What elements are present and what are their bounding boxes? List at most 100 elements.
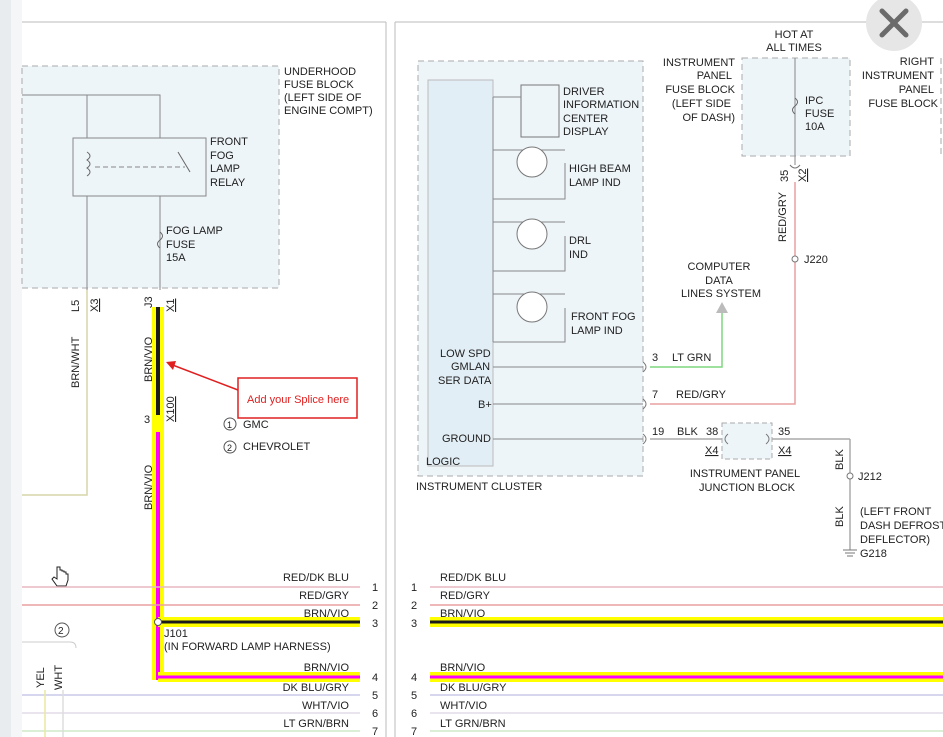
- relay-label-3: LAMP: [210, 163, 240, 175]
- ground-j212: J212: [858, 471, 882, 483]
- pin-3-num: 3: [652, 352, 658, 364]
- jb-x4-a: X4: [705, 445, 718, 457]
- junction-block: [721, 422, 773, 460]
- bus-left-num-6: 6: [372, 708, 378, 720]
- ground-g218: G218: [860, 548, 887, 560]
- ipc-wire-label: RED/GRY: [777, 191, 789, 242]
- ipc-pin: 35: [779, 170, 791, 182]
- low-spd-label: LOW SPD: [440, 348, 491, 360]
- fog-fuse-label-1: FOG LAMP: [166, 225, 223, 237]
- ground-desc-1: (LEFT FRONT: [860, 506, 932, 518]
- conn-l5: L5: [70, 300, 82, 312]
- legend-circle-1: [223, 417, 237, 431]
- logic-box: [427, 79, 494, 467]
- bus-left-num-1: 1: [372, 582, 378, 594]
- underhood-label-4: ENGINE COMPT): [284, 105, 373, 117]
- ground-blk-2: BLK: [834, 506, 846, 527]
- ser-data-label: SER DATA: [438, 375, 492, 387]
- relay-switch: [177, 151, 191, 173]
- legend-gmc: GMC: [243, 419, 269, 431]
- legend-chevrolet: CHEVROLET: [243, 441, 311, 453]
- drl-label-2: IND: [569, 249, 588, 261]
- bus-left-label-3: BRN/VIO: [304, 608, 350, 620]
- pin-19-wire: BLK: [677, 426, 698, 438]
- callout-arrow: [169, 363, 239, 391]
- cds-label-3: LINES SYSTEM: [681, 288, 761, 300]
- pin-7-wire: RED/GRY: [676, 389, 727, 401]
- right-fuse-label-1: RIGHT: [900, 56, 935, 68]
- jb-pin-38-symbol: [724, 433, 729, 445]
- bus-left-label-6: WHT/VIO: [302, 700, 349, 712]
- splice-name: J101: [164, 628, 188, 640]
- fog-lamp-icon: [516, 291, 548, 323]
- drl-label-1: DRL: [569, 235, 591, 247]
- bus-left-num-5: 5: [372, 690, 378, 702]
- logic-label: LOGIC: [426, 456, 460, 468]
- ipfuse-label-2: PANEL: [697, 70, 732, 82]
- dic-label-1: DRIVER: [563, 86, 605, 98]
- callout-box[interactable]: [237, 377, 358, 419]
- pin-19-num: 19: [652, 426, 664, 438]
- underhood-label-3: (LEFT SIDE OF: [284, 92, 362, 104]
- dic-label-2: INFORMATION: [563, 99, 639, 111]
- right-fuse-label-2: INSTRUMENT: [862, 70, 934, 82]
- bus-right-label-4: BRN/VIO: [440, 662, 486, 674]
- bus-right-num-3: 3: [411, 618, 417, 630]
- fog-ind-label-1: FRONT FOG: [571, 311, 636, 323]
- bus-right-label-3: BRN/VIO: [440, 608, 486, 620]
- fog-fuse-label-2: FUSE: [166, 239, 195, 251]
- splice-desc: (IN FORWARD LAMP HARNESS): [164, 641, 331, 653]
- bus-right-labels: 1 RED/DK BLU 2 RED/GRY 3 BRN/VIO 4 BRN/V…: [411, 572, 507, 737]
- ipfuse-label-3: FUSE BLOCK: [665, 84, 735, 96]
- underhood-label-2: FUSE BLOCK: [284, 79, 354, 91]
- bus-right-num-4: 4: [411, 672, 417, 684]
- bus-right-num-5: 5: [411, 690, 417, 702]
- dic-label-3: CENTER: [563, 113, 608, 125]
- fog-ind-wire: [493, 308, 566, 343]
- jb-label-2: JUNCTION BLOCK: [699, 482, 796, 494]
- callout-text: Add your Splice here: [247, 394, 349, 406]
- right-fuse-label-4: FUSE BLOCK: [868, 98, 938, 110]
- window-edge: [0, 0, 11, 737]
- bus-left-label-4: BRN/VIO: [304, 662, 350, 674]
- bus-left-label-2: RED/GRY: [299, 590, 350, 602]
- bus-left-label-5: DK BLU/GRY: [283, 682, 350, 694]
- fog-fuse-label-3: 15A: [166, 252, 186, 264]
- hot-label-1: HOT AT: [775, 29, 814, 41]
- pin-3-wire: LT GRN: [672, 352, 711, 364]
- bus-right-label-7: LT GRN/BRN: [440, 718, 506, 730]
- relay-feed-wire: [22, 94, 161, 138]
- relay-coil: [86, 151, 91, 177]
- ground-blk-1: BLK: [834, 449, 846, 470]
- variant-num-2: 2: [58, 626, 64, 637]
- high-beam-label-1: HIGH BEAM: [569, 163, 631, 175]
- ground-desc-3: DEFLECTOR): [860, 534, 930, 546]
- ipc-label-3: 10A: [805, 121, 825, 133]
- bus-right-label-5: DK BLU/GRY: [440, 682, 507, 694]
- legend-circle-2: [223, 440, 237, 454]
- conn-x100: X100: [165, 396, 177, 422]
- jb-pin-35: 35: [778, 426, 790, 438]
- relay-label-2: FOG: [210, 150, 234, 162]
- lt-grn-wire: [650, 312, 723, 368]
- high-beam-wire: [493, 163, 566, 200]
- bus-right-num-2: 2: [411, 600, 417, 612]
- legend-num-2: 2: [227, 443, 232, 453]
- hot-label-2: ALL TIMES: [766, 42, 822, 54]
- pin-7-symbol: [642, 398, 647, 410]
- brn-wht-wire: [22, 290, 88, 496]
- pin-19-symbol: [642, 433, 647, 445]
- ipfuse-label-1: INSTRUMENT: [663, 57, 735, 69]
- jb-x4-b: X4: [778, 445, 791, 457]
- bus-left-num-7: 7: [372, 726, 378, 737]
- cds-label-2: DATA: [705, 275, 733, 287]
- ground-symbol-icon: [843, 549, 857, 557]
- b-plus-label: B+: [478, 399, 492, 411]
- jb-label-1: INSTRUMENT PANEL: [690, 468, 800, 480]
- ground-desc-2: DASH DEFROST: [860, 520, 943, 532]
- bus-left-num-2: 2: [372, 600, 378, 612]
- close-button[interactable]: [866, 0, 922, 51]
- pin-7-num: 7: [652, 389, 658, 401]
- yel-label: YEL: [35, 667, 47, 688]
